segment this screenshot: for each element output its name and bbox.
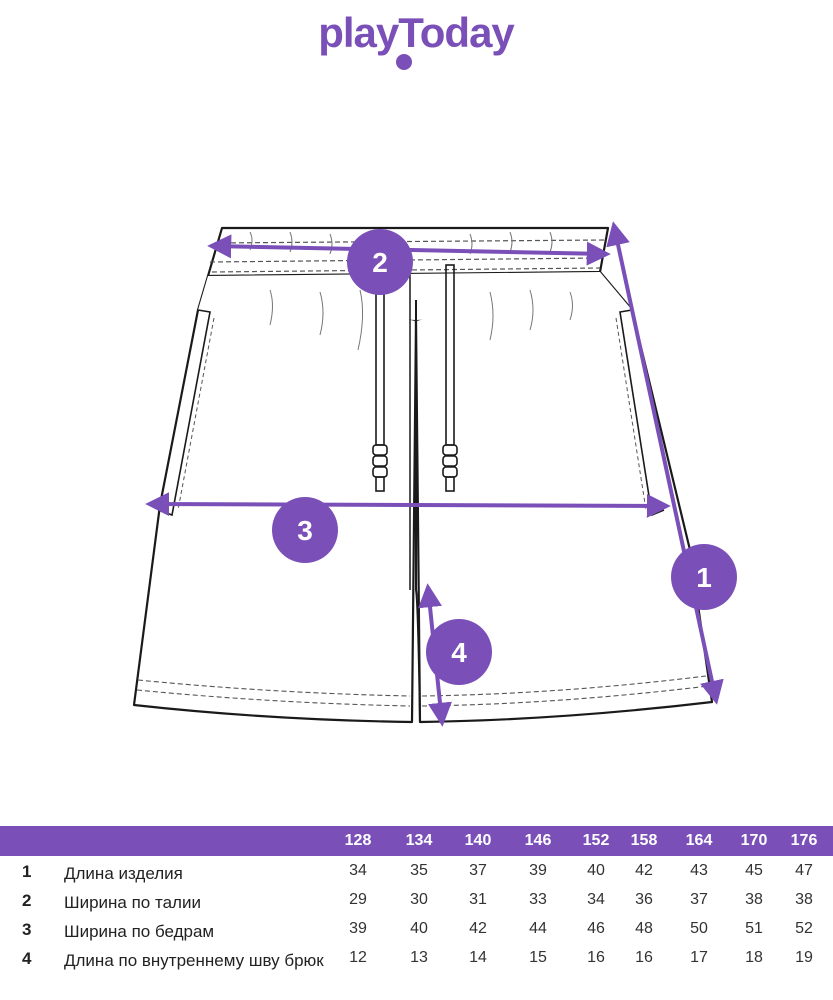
table-cell: 37: [690, 891, 708, 908]
table-cell: 34: [587, 891, 605, 908]
svg-text:2: 2: [372, 247, 388, 278]
table-cell: 39: [349, 920, 367, 937]
svg-text:1: 1: [696, 562, 712, 593]
row-label: Длина изделия: [64, 864, 183, 883]
svg-text:4: 4: [451, 637, 467, 668]
table-cell: 19: [795, 949, 813, 966]
table-cell: 29: [349, 891, 367, 908]
table-cell: 45: [745, 862, 763, 879]
table-cell: 38: [795, 891, 813, 908]
table-cell: 51: [745, 920, 763, 937]
table-cell: 44: [529, 920, 547, 937]
table-cell: 15: [529, 949, 547, 966]
table-cell: 33: [529, 891, 547, 908]
size-header: 158: [630, 832, 658, 849]
table-cell: 52: [795, 920, 813, 937]
table-cell: 42: [469, 920, 487, 937]
measure-marker-4: 4: [426, 619, 492, 685]
table-cell: 34: [349, 862, 367, 879]
size-table: 128 134 140 146 152 158 164 170 176 1 Дл…: [0, 826, 833, 993]
row-label: Ширина по бедрам: [64, 922, 215, 941]
size-header: 134: [405, 832, 433, 849]
table-cell: 43: [690, 862, 708, 879]
size-header: 152: [582, 832, 610, 849]
table-row: 1 Длина изделия 34 35 37 39 40 42 43 45 …: [0, 856, 833, 885]
table-cell: 17: [690, 949, 708, 966]
size-header: 164: [685, 832, 713, 849]
table-cell: 18: [745, 949, 763, 966]
row-number: 4: [22, 949, 32, 968]
measure-line-length: [606, 221, 724, 705]
row-number: 1: [22, 862, 32, 881]
table-row: 2 Ширина по талии 29 30 31 33 34 36 37 3…: [0, 885, 833, 914]
table-cell: 14: [469, 949, 487, 966]
table-cell: 46: [587, 920, 605, 937]
size-header: 170: [740, 832, 768, 849]
measure-marker-2: 2: [347, 229, 413, 295]
table-cell: 30: [410, 891, 428, 908]
brand-logo-text: playToday: [318, 9, 515, 56]
table-cell: 38: [745, 891, 763, 908]
size-header: 176: [790, 832, 818, 849]
table-cell: 48: [635, 920, 653, 937]
table-cell: 31: [469, 891, 487, 908]
svg-text:3: 3: [297, 515, 313, 546]
table-cell: 35: [410, 862, 428, 879]
table-cell: 12: [349, 949, 367, 966]
shorts-outline: [132, 226, 714, 724]
table-cell: 16: [587, 949, 605, 966]
table-cell: 39: [529, 862, 547, 879]
table-cell: 40: [587, 862, 605, 879]
measure-marker-1: 1: [671, 544, 737, 610]
size-header-row: 128 134 140 146 152 158 164 170 176: [0, 826, 833, 856]
row-number: 3: [22, 920, 32, 939]
table-row: 3 Ширина по бедрам 39 40 42 44 46 48 50 …: [0, 914, 833, 943]
table-cell: 37: [469, 862, 487, 879]
brand-logo-dot: [396, 54, 412, 70]
measure-line-hips: [145, 492, 671, 518]
table-cell: 16: [635, 949, 653, 966]
size-header: 128: [344, 832, 372, 849]
table-cell: 50: [690, 920, 708, 937]
size-header: 140: [464, 832, 492, 849]
shorts-measurement-diagram: 2 3 1 4: [0, 200, 833, 740]
table-row: 4 Длина по внутреннему шву брюк 12 13 14…: [0, 943, 833, 993]
row-label: Ширина по талии: [64, 893, 201, 912]
table-cell: 36: [635, 891, 653, 908]
row-number: 2: [22, 891, 32, 910]
brand-logo: playToday: [0, 0, 833, 80]
table-cell: 42: [635, 862, 653, 879]
size-header: 146: [524, 832, 552, 849]
row-label: Длина по внутреннему шву брюк: [64, 951, 324, 970]
table-cell: 40: [410, 920, 428, 937]
table-cell: 47: [795, 862, 813, 879]
table-cell: 13: [410, 949, 428, 966]
measure-marker-3: 3: [272, 497, 338, 563]
